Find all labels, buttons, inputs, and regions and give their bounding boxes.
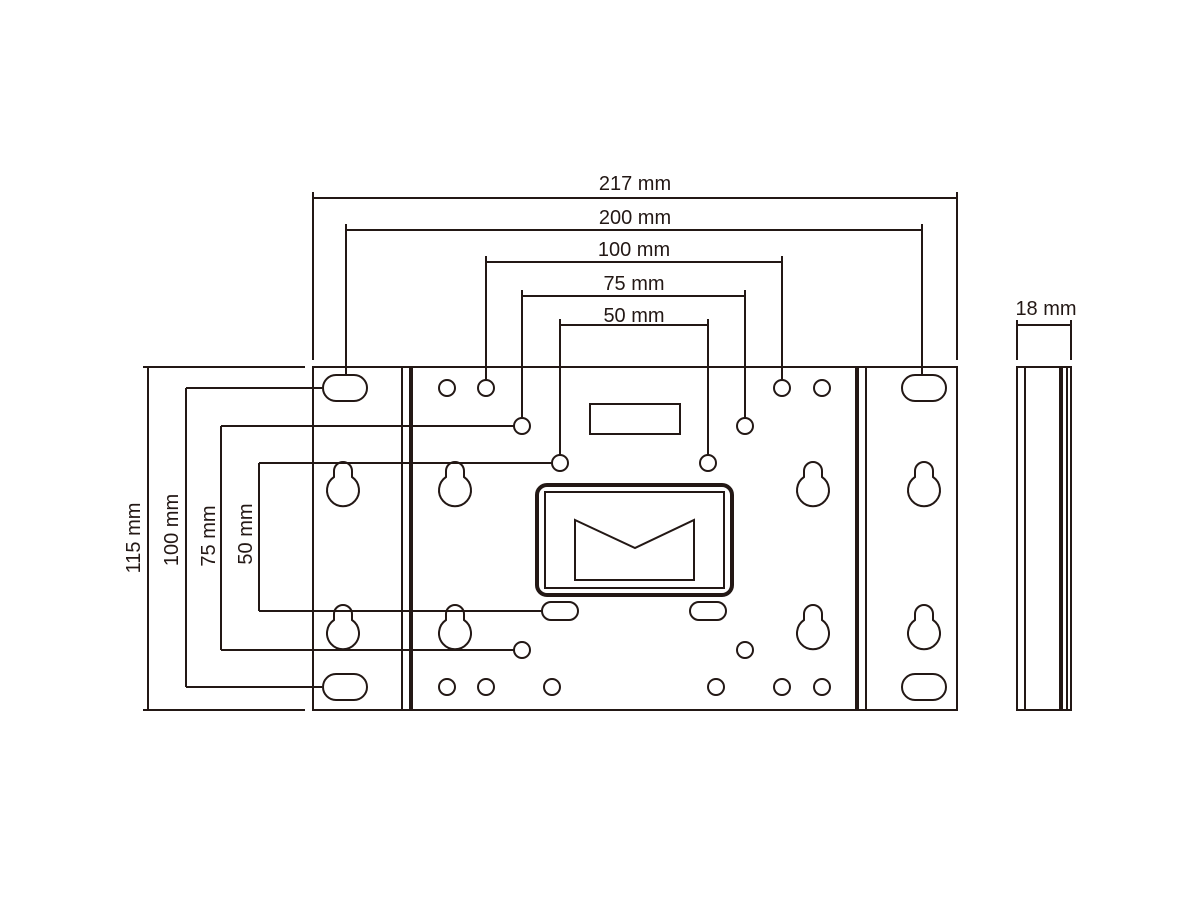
keyhole-slot (796, 604, 830, 651)
keyhole-slot (796, 461, 830, 508)
height-dimension-50: 50 mm (235, 462, 552, 612)
plate-side-view: 18 mm (1015, 298, 1077, 711)
dimension-label-50-vertical: 50 mm (235, 503, 257, 564)
keyhole-slot (438, 604, 472, 651)
center-cutout-outer (535, 483, 734, 597)
envelope-shape (574, 518, 695, 581)
mounting-hole (707, 678, 725, 696)
mounting-slot (322, 374, 368, 402)
width-dimension-217: 217 mm (312, 173, 958, 360)
keyhole-slot (438, 461, 472, 508)
dimension-label-18: 18 mm (1015, 298, 1076, 320)
label-window (589, 403, 681, 435)
dimension-label-100-vertical: 100 mm (161, 494, 183, 566)
mounting-hole (438, 678, 456, 696)
center-cutout-inner (544, 491, 725, 589)
side-outline (1016, 366, 1072, 711)
mounting-slot (322, 673, 368, 701)
mounting-slot (901, 374, 947, 402)
height-dimension-75: 75 mm (198, 425, 514, 651)
mounting-hole (438, 379, 456, 397)
side-inner-line (1024, 367, 1068, 710)
mounting-hole (513, 641, 531, 659)
mounting-slot (901, 673, 947, 701)
width-dimension-75: 75 mm (521, 273, 746, 418)
keyhole-slot (907, 461, 941, 508)
dimension-label-100: 100 mm (598, 239, 670, 261)
mounting-hole (773, 678, 791, 696)
mounting-slot (689, 601, 727, 621)
mounting-hole (773, 379, 791, 397)
mounting-hole (543, 678, 561, 696)
plate-front-view (312, 366, 958, 711)
plate-outline (312, 366, 958, 711)
dimension-label-75: 75 mm (603, 273, 664, 295)
width-dimension-50: 50 mm (559, 305, 709, 455)
mounting-hole (699, 454, 717, 472)
keyhole-slot (326, 461, 360, 508)
width-dimension-200: 200 mm (345, 207, 923, 376)
width-dimension-100: 100 mm (485, 239, 783, 380)
height-dimension-100: 100 mm (161, 387, 322, 688)
dimension-label-217: 217 mm (599, 173, 671, 195)
dimension-label-115: 115 mm (123, 503, 145, 574)
mounting-hole (813, 678, 831, 696)
keyhole-slot (326, 604, 360, 651)
flange-fold-line (401, 367, 867, 710)
dimension-label-200: 200 mm (599, 207, 671, 229)
dimension-label-75-vertical: 75 mm (198, 505, 220, 566)
mounting-hole (513, 417, 531, 435)
mounting-hole (551, 454, 569, 472)
depth-dimension (1016, 320, 1072, 360)
mounting-hole (736, 641, 754, 659)
mounting-hole (736, 417, 754, 435)
mounting-hole (477, 379, 495, 397)
flange-fold-line-thick (409, 367, 859, 710)
keyhole-slot (907, 604, 941, 651)
mounting-hole (813, 379, 831, 397)
mounting-hole (477, 678, 495, 696)
dimension-label-50: 50 mm (603, 305, 664, 327)
height-dimension-115: 115 mm (123, 366, 305, 711)
mounting-slot (541, 601, 579, 621)
